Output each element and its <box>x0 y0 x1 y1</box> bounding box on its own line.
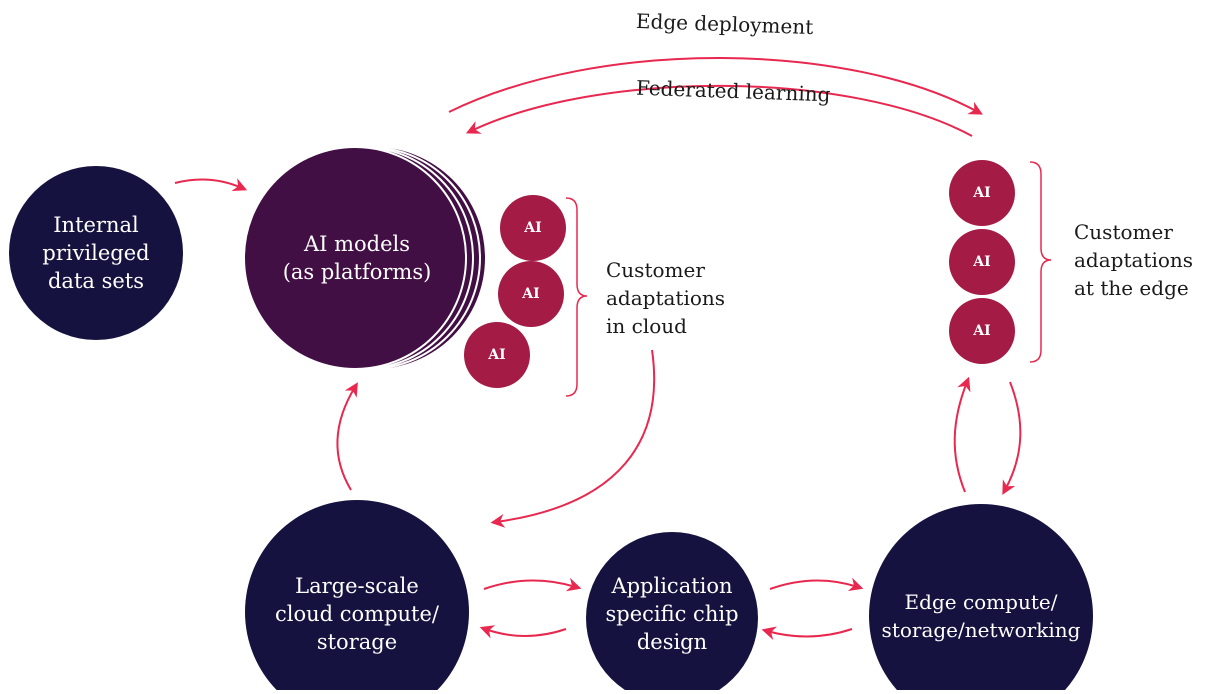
cloud-adaptations-arrow <box>490 349 656 528</box>
cloud-ai-badge-1-label: AI <box>524 220 542 236</box>
edge-ai-badge-3 <box>949 298 1015 364</box>
data-to-models-arrow <box>174 178 248 192</box>
edge-to-chip-arrow <box>761 626 853 640</box>
edge-brace <box>1029 161 1052 363</box>
customer-cloud-label: Customer adaptations in cloud <box>606 258 726 338</box>
edge-compute-node <box>869 504 1093 694</box>
edge-ai-badge-1 <box>949 160 1015 226</box>
cloud-to-chip-arrow <box>483 577 582 592</box>
ai-models-node <box>243 146 467 370</box>
cloud-to-models-arrow <box>336 382 358 491</box>
edge-ai-badge-2-label: AI <box>973 254 991 270</box>
ai-models-label: AI models (as platforms) <box>282 232 432 284</box>
chip-to-cloud-arrow <box>479 625 567 639</box>
edge-ai-badge-2 <box>949 229 1015 295</box>
edge-ai-badge-3-label: AI <box>973 323 991 339</box>
badges-to-edge-arrow <box>1002 381 1022 495</box>
customer-edge-label: Customer adaptations at the edge <box>1074 220 1194 300</box>
cloud-ai-badge-3-label: AI <box>488 347 506 363</box>
chip-to-edge-arrow <box>769 577 864 592</box>
cloud-brace <box>565 197 588 397</box>
cloud-compute-node <box>245 500 469 694</box>
chip-design-node <box>586 532 758 694</box>
edge-to-badges-arrow <box>953 376 971 493</box>
cloud-ai-badge-1 <box>500 195 566 261</box>
edge-deployment-arrow <box>448 57 983 115</box>
cloud-ai-badge-2 <box>498 261 564 327</box>
internal-data-node <box>9 166 183 340</box>
edge-ai-badge-1-label: AI <box>973 185 991 201</box>
chip-design-label: Application specific chip design <box>605 574 739 654</box>
cloud-ai-badge-3 <box>464 322 530 388</box>
cloud-ai-badge-2-label: AI <box>522 286 540 302</box>
cloud-compute-label: Large-scale cloud compute/ storage <box>275 574 439 654</box>
edge-compute-label: Edge compute/ storage/networking <box>881 590 1081 642</box>
internal-data-label: Internal privileged data sets <box>42 213 150 293</box>
federated-learning-arrow <box>465 84 973 137</box>
